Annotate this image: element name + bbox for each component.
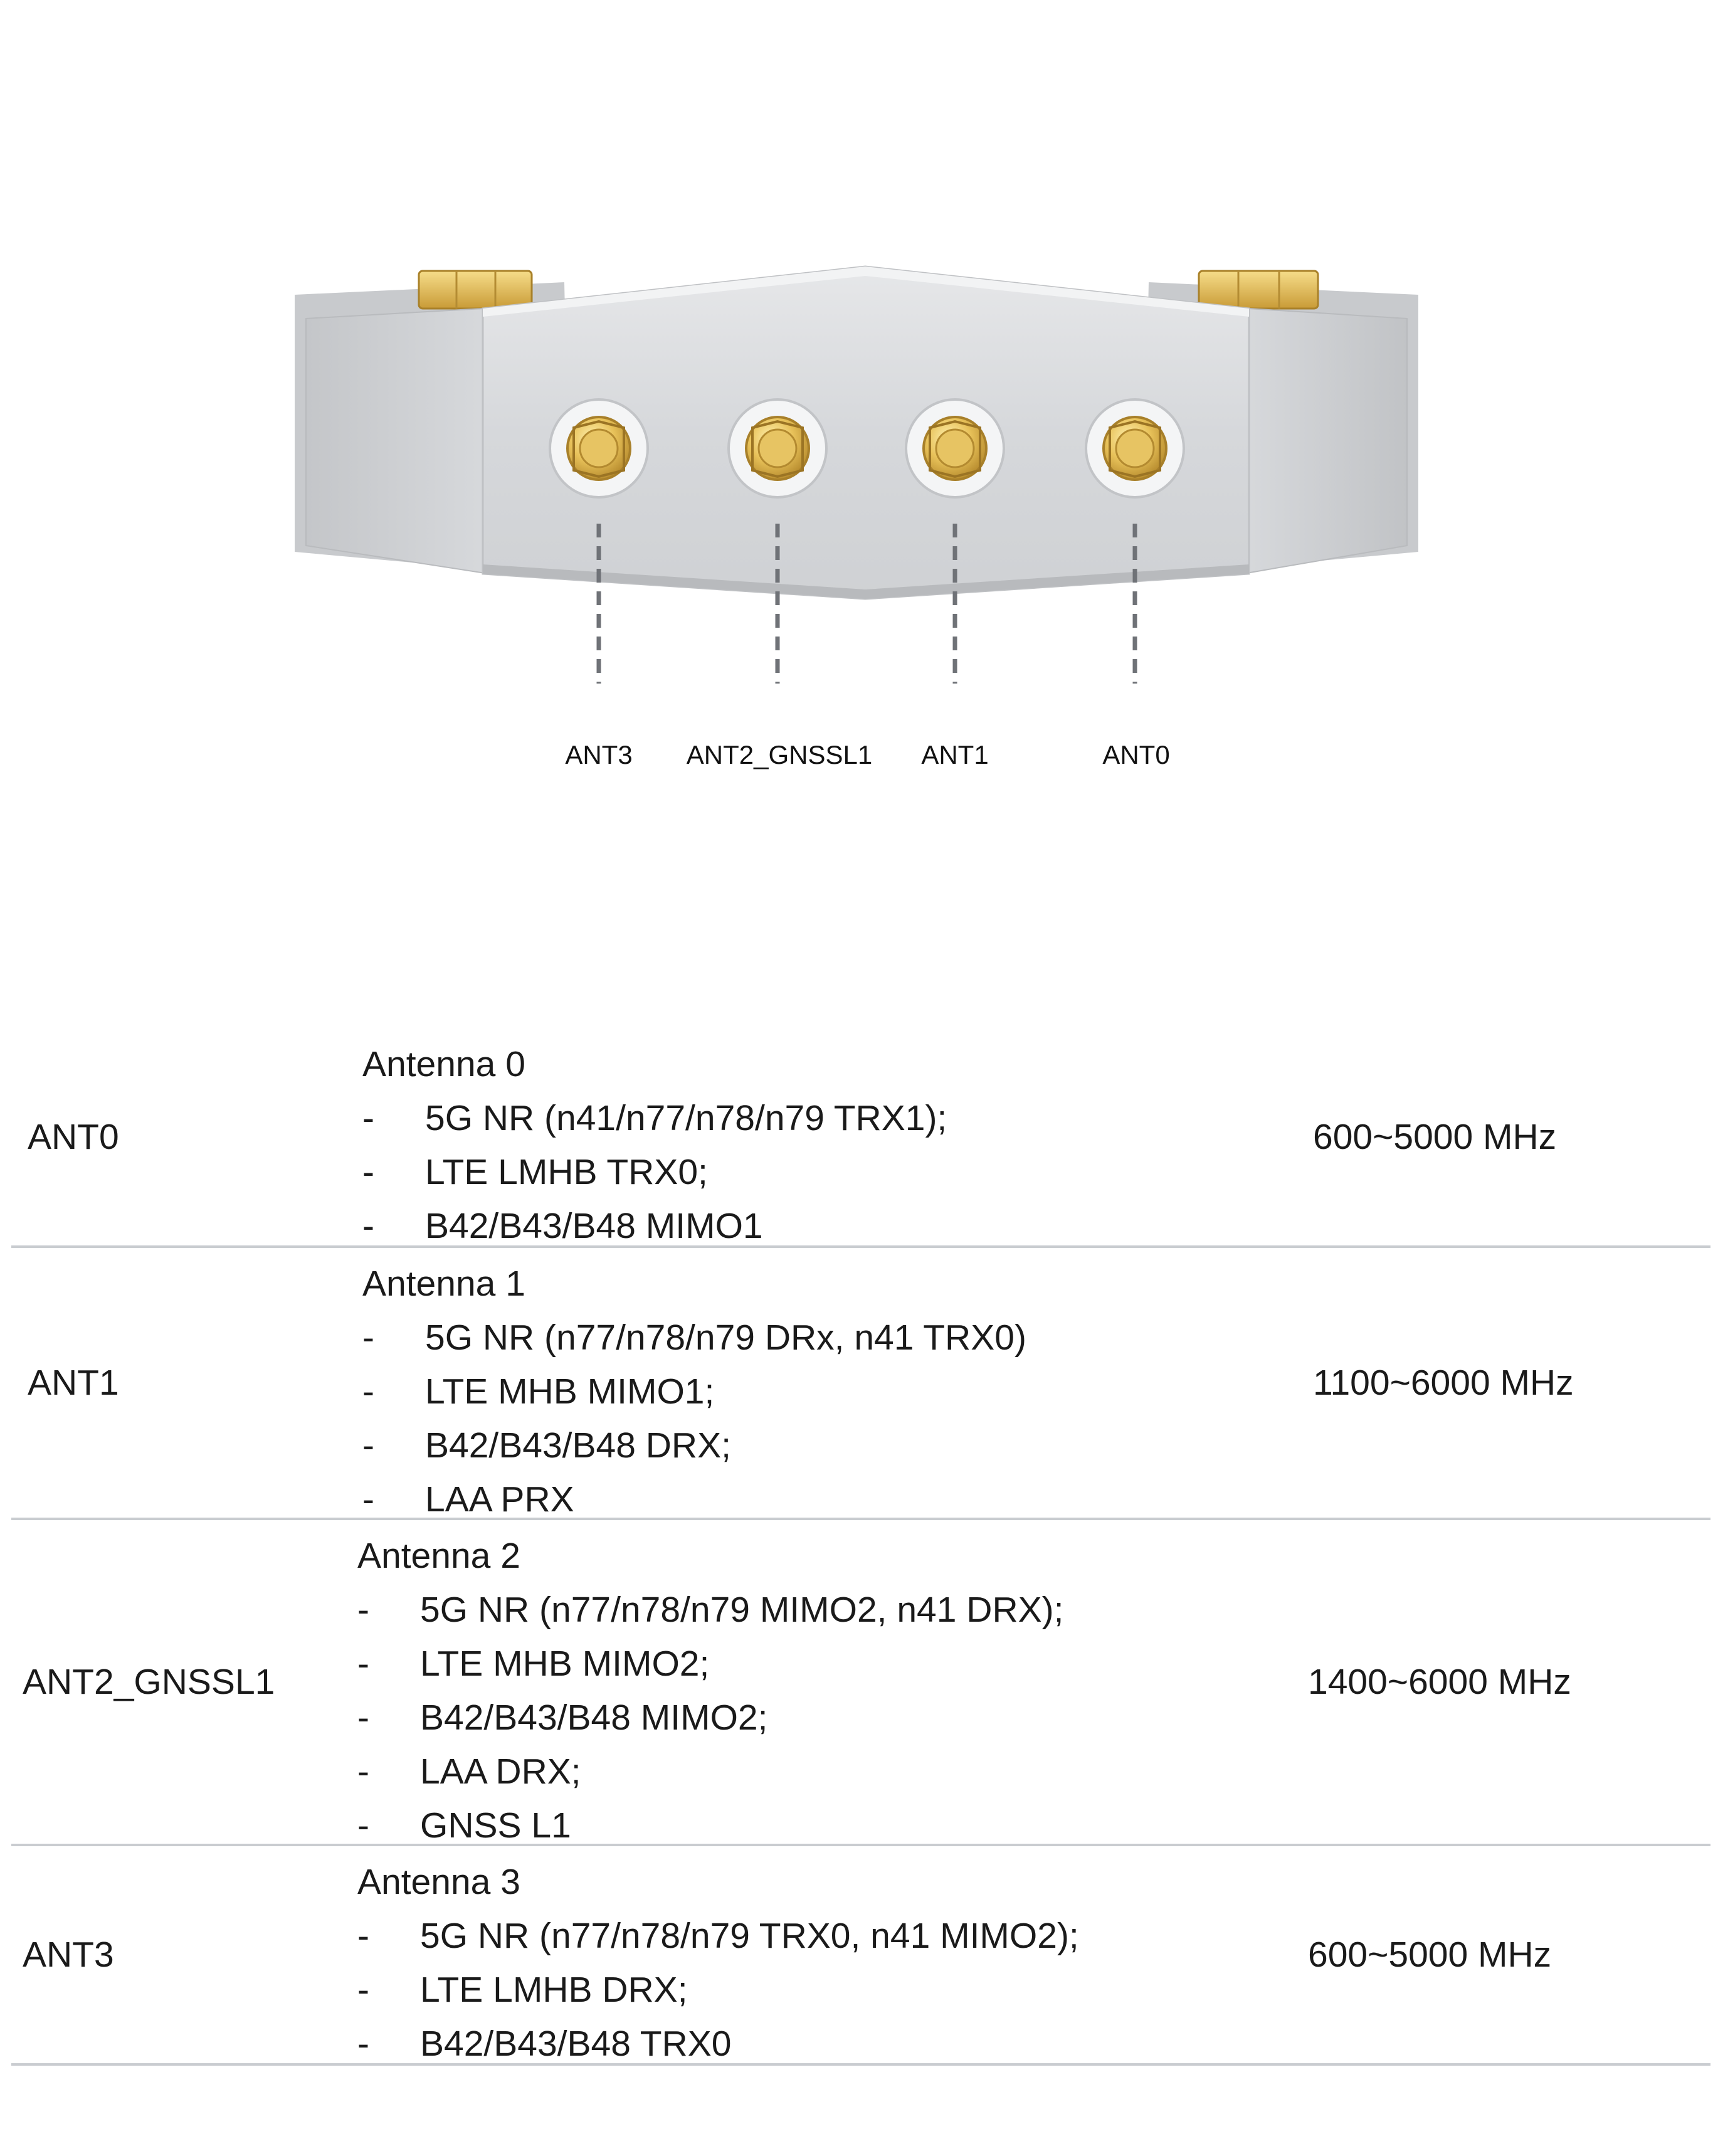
list-item: -5G NR (n77/n78/n79 DRx, n41 TRX0) <box>362 1318 1026 1358</box>
antenna-name: ANT2_GNSSL1 <box>23 1662 275 1702</box>
table-row: ANT0 Antenna 0 -5G NR (n41/n77/n78/n79 T… <box>11 1028 1710 1248</box>
table-row: ANT2_GNSSL1 Antenna 2 -5G NR (n77/n78/n7… <box>11 1520 1710 1846</box>
list-item: -LAA PRX <box>362 1479 574 1519</box>
port-label-ant1: ANT1 <box>921 740 989 769</box>
list-item: -LTE MHB MIMO1; <box>362 1371 715 1412</box>
list-item: -LAA DRX; <box>357 1752 581 1792</box>
list-item: -B42/B43/B48 DRX; <box>362 1425 731 1466</box>
frequency-range: 600~5000 MHz <box>1313 1117 1557 1157</box>
list-item: -GNSS L1 <box>357 1805 571 1846</box>
port-ant2-gnssl1 <box>727 398 828 499</box>
antenna-name: ANT0 <box>28 1117 119 1157</box>
antenna-description: Antenna 2 -5G NR (n77/n78/n79 MIMO2, n41… <box>357 1529 1063 1852</box>
list-item: -LTE LMHB TRX0; <box>362 1152 708 1192</box>
antenna-name: ANT3 <box>23 1935 114 1975</box>
port-ant0 <box>1085 398 1185 499</box>
port-ant3 <box>549 398 649 499</box>
port-ant1 <box>905 398 1005 499</box>
list-item: -5G NR (n77/n78/n79 TRX0, n41 MIMO2); <box>357 1916 1079 1956</box>
right-top-nut <box>1198 270 1319 310</box>
antenna-description: Antenna 0 -5G NR (n41/n77/n78/n79 TRX1);… <box>362 1037 947 1253</box>
antenna-title: Antenna 0 <box>362 1044 525 1084</box>
antenna-title: Antenna 1 <box>362 1264 525 1304</box>
device-illustration <box>295 265 1418 684</box>
frequency-range: 600~5000 MHz <box>1308 1935 1552 1975</box>
table-row: ANT1 Antenna 1 -5G NR (n77/n78/n79 DRx, … <box>11 1248 1710 1520</box>
antenna-description: Antenna 1 -5G NR (n77/n78/n79 DRx, n41 T… <box>362 1257 1026 1526</box>
list-item: -LTE MHB MIMO2; <box>357 1644 710 1684</box>
list-item: -B42/B43/B48 MIMO2; <box>357 1698 768 1738</box>
antenna-spec-table: ANT0 Antenna 0 -5G NR (n41/n77/n78/n79 T… <box>11 1028 1710 2066</box>
frequency-range: 1400~6000 MHz <box>1308 1662 1571 1702</box>
list-item: -B42/B43/B48 TRX0 <box>357 2024 732 2064</box>
list-item: -LTE LMHB DRX; <box>357 1970 688 2010</box>
antenna-title: Antenna 3 <box>357 1862 520 1902</box>
table-row: ANT3 Antenna 3 -5G NR (n77/n78/n79 TRX0,… <box>11 1846 1710 2066</box>
list-item: -5G NR (n77/n78/n79 MIMO2, n41 DRX); <box>357 1590 1064 1630</box>
leader-lines <box>596 524 1137 684</box>
port-label-ant0: ANT0 <box>1102 740 1170 769</box>
antenna-title: Antenna 2 <box>357 1536 520 1576</box>
left-top-nut <box>418 270 533 310</box>
frequency-range: 1100~6000 MHz <box>1313 1363 1574 1403</box>
list-item: -B42/B43/B48 MIMO1 <box>362 1206 763 1246</box>
list-item: -5G NR (n41/n77/n78/n79 TRX1); <box>362 1098 947 1138</box>
antenna-description: Antenna 3 -5G NR (n77/n78/n79 TRX0, n41 … <box>357 1855 1079 2071</box>
port-label-ant3: ANT3 <box>565 740 633 769</box>
port-label-ant2-gnssl1: ANT2_GNSSL1 <box>686 740 873 769</box>
antenna-name: ANT1 <box>28 1363 119 1403</box>
